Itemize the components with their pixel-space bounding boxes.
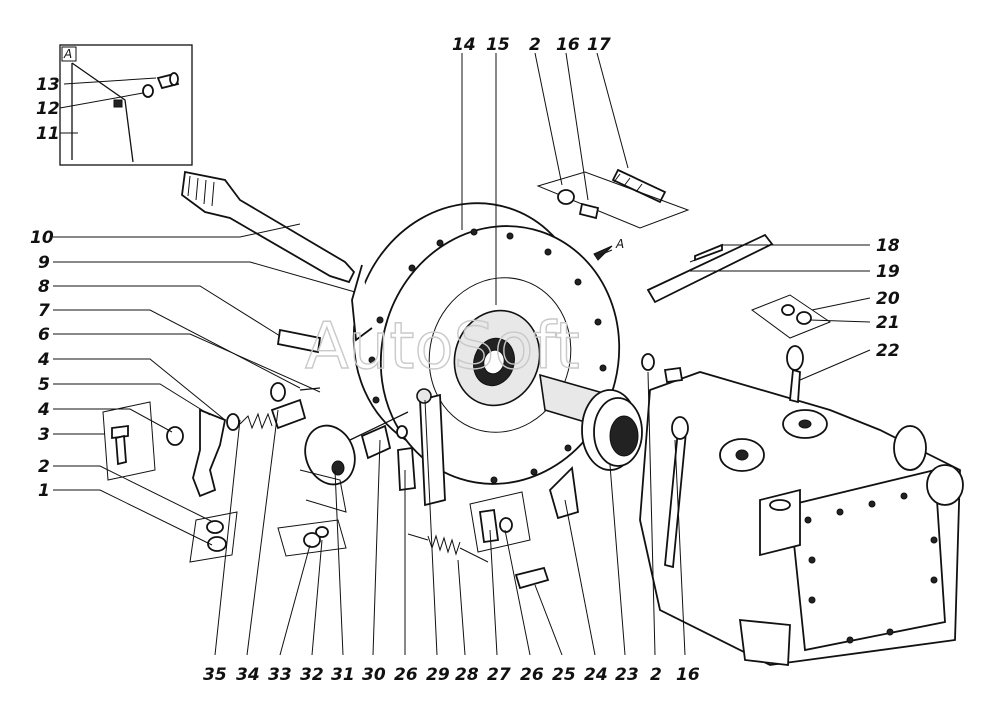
callout-11: 11 [36,124,60,144]
callout-2-top: 2 [529,35,541,55]
callout-21: 21 [876,313,900,333]
part-bolt-16-top [578,202,600,220]
part-gearbox-body [639,371,964,667]
watermark-text: AutoSoft [305,310,580,384]
part-bolt-27 [478,508,500,544]
callout-16-top: 16 [556,35,580,55]
part-key-18 [694,243,723,262]
part-shaft-10 [181,170,356,284]
part-cam-31 [304,424,356,486]
part-pin-7 [299,387,321,391]
callout-19: 19 [876,262,900,282]
callout-25: 25 [552,665,576,685]
callout-4-lower: 4 [37,400,50,420]
part-coupling-23 [539,373,643,471]
view-mark-label: А [615,237,624,251]
callout-16-bottom: 16 [676,665,700,685]
callout-7: 7 [38,301,50,321]
callout-33: 33 [268,665,292,685]
callout-30: 30 [362,665,386,685]
callout-6: 6 [38,325,50,345]
callout-14: 14 [452,35,476,55]
callout-29: 29 [426,665,450,685]
callout-32: 32 [300,665,324,685]
part-spring-34 [226,398,307,431]
inset-washer-12 [142,84,154,98]
bracket-group-32-33 [277,519,347,557]
part-washer-32 [315,526,329,538]
part-plate-26-left [397,446,416,492]
bracket-group-31 [299,469,347,513]
callout-15: 15 [486,35,510,55]
part-clamp-30 [360,424,392,460]
part-eyebolt-22 [786,345,804,404]
part-block-8 [276,328,322,354]
part-lever-5 [192,408,227,498]
callout-31: 31 [331,665,355,685]
part-nut-4-upper [270,382,286,402]
callout-26-left: 26 [394,665,418,685]
callout-27: 27 [487,665,511,685]
part-nut-4-lower [166,426,184,446]
callout-12: 12 [36,99,60,119]
part-bolt-16-right [663,366,684,384]
part-plate-25 [514,566,550,590]
bracket-group-17 [536,171,690,229]
part-housing-14 [351,202,621,485]
bracket-group-20-21 [750,294,832,339]
callout-13: 13 [36,75,60,95]
callout-4-upper: 4 [37,350,50,370]
callout-3: 3 [38,425,50,445]
part-washer-2-left [206,520,224,534]
callout-18: 18 [876,236,900,256]
callout-9: 9 [38,253,50,273]
callout-10: 10 [30,228,54,248]
callout-26-right: 26 [520,665,544,685]
part-spring-28 [407,533,489,563]
inset-bolt-hole [113,99,123,108]
inset-letter: А [63,47,72,61]
part-nut-21 [796,311,812,325]
part-nut-1 [207,536,227,552]
leader-lines [53,52,871,656]
part-plate-24 [548,466,579,520]
inset-bolt-13 [156,72,180,90]
callout-1: 1 [38,481,50,501]
part-foot [738,618,791,667]
callout-22: 22 [876,341,900,361]
callout-23: 23 [615,665,639,685]
callout-34: 34 [236,665,260,685]
callout-2-left: 2 [38,457,50,477]
part-nut-26 [499,517,513,533]
part-washer-2-right [641,353,655,371]
callout-5: 5 [38,375,50,395]
part-pin-17 [611,168,667,204]
inset-view-a: А [59,44,193,166]
part-washer-20 [781,304,795,316]
bracket-group-26-27 [469,491,531,553]
callout-28: 28 [455,665,479,685]
part-washer-2-top [557,189,575,205]
part-pin-30 [349,411,409,441]
part-side-cover [789,468,946,652]
callout-8: 8 [38,277,50,297]
callout-17: 17 [587,35,611,55]
callout-2-bottom: 2 [650,665,662,685]
callout-35: 35 [203,665,227,685]
part-end-cap [893,425,927,471]
callout-24: 24 [584,665,608,685]
view-direction-arrow: А [593,237,624,261]
callout-20: 20 [876,289,900,309]
part-bolt-3 [102,401,156,481]
part-nut-33 [303,532,321,548]
callout-labels: 14 15 2 16 17 13 12 11 10 9 8 7 6 4 5 4 … [30,35,900,685]
bracket-group-1-2 [189,511,238,563]
inset-panel-plate [71,62,134,163]
